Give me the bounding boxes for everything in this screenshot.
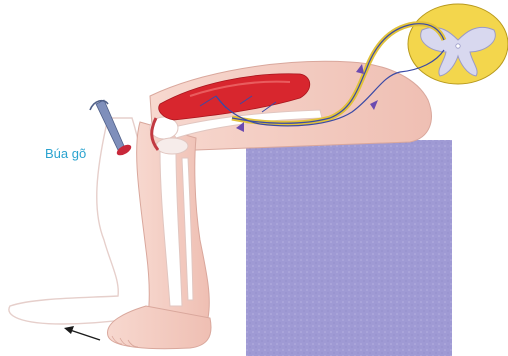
hammer-label: Búa gõ: [45, 146, 86, 161]
knee-joint: [156, 138, 188, 154]
arrow-left-icon: [64, 326, 100, 340]
spinal-cord-cross-section-icon: [408, 4, 508, 84]
reflex-hammer-icon: [90, 100, 133, 157]
seat-box: [246, 140, 452, 356]
